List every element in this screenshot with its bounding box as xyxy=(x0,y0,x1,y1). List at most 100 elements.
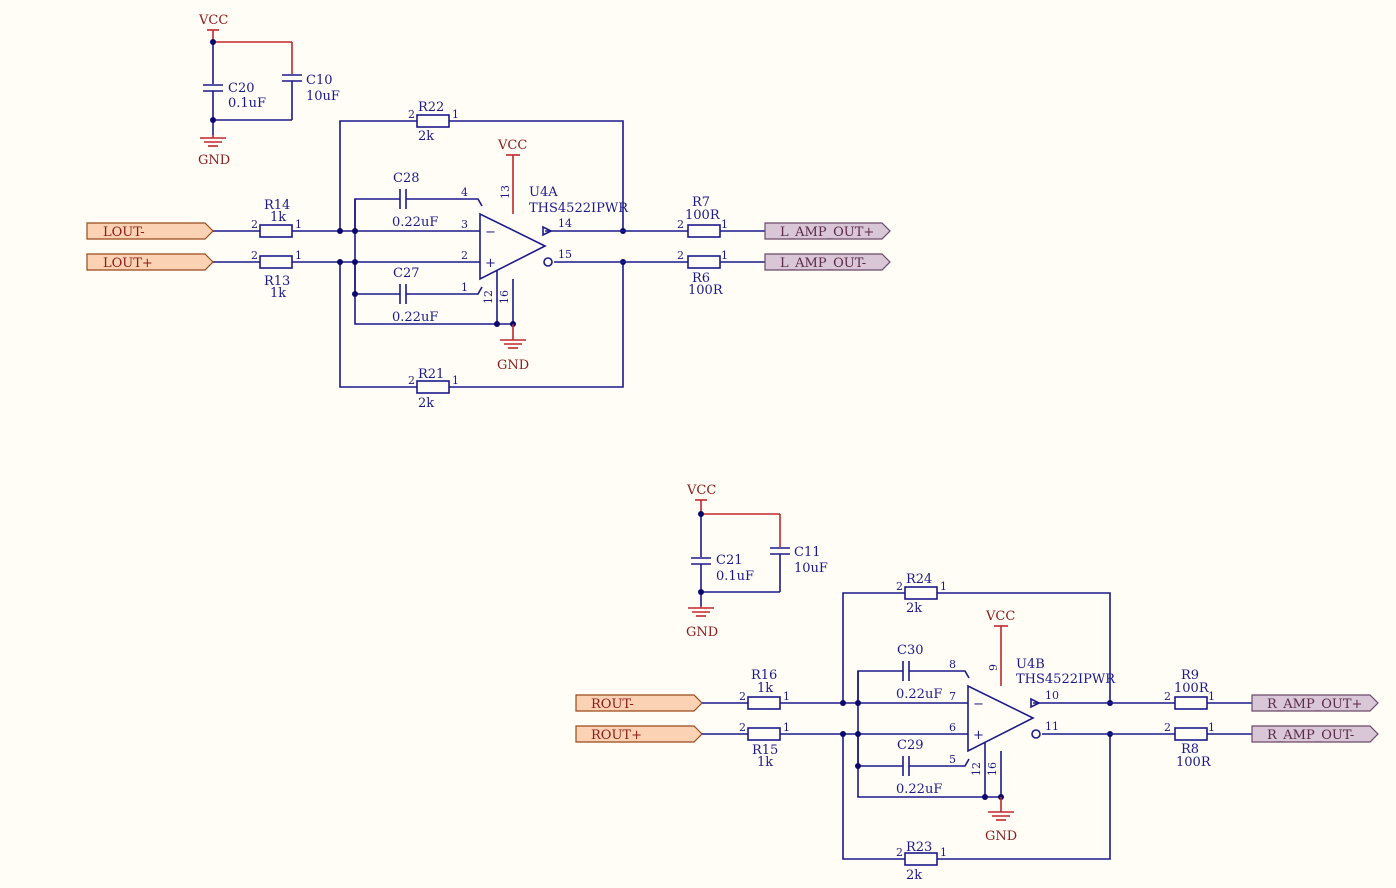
svg-text:LOUT+: LOUT+ xyxy=(103,256,153,271)
gnd-label: GND xyxy=(198,153,230,168)
r8-ref: R8 xyxy=(1181,742,1199,757)
c27-ref: C27 xyxy=(393,266,420,281)
svg-text:1: 1 xyxy=(940,580,947,593)
port-rout-plus[interactable]: ROUT+ xyxy=(575,725,703,743)
svg-text:2: 2 xyxy=(896,580,903,593)
svg-text:2: 2 xyxy=(251,218,258,231)
svg-text:2: 2 xyxy=(251,249,258,262)
decoupling-bottom: VCC C21 0.1uF C11 10uF GND xyxy=(686,483,828,640)
svg-text:1: 1 xyxy=(1208,721,1215,734)
c11-ref: C11 xyxy=(794,545,821,560)
vcc-label: VCC xyxy=(198,13,228,28)
u4b-gnd-label: GND xyxy=(985,829,1017,844)
svg-text:12: 12 xyxy=(970,762,983,776)
c27-value: 0.22uF xyxy=(392,310,438,325)
svg-text:+: + xyxy=(485,256,496,271)
svg-text:−: − xyxy=(973,697,984,712)
port-r-amp-out-plus[interactable]: R_AMP_OUT+ xyxy=(1251,694,1379,712)
svg-text:2: 2 xyxy=(1164,721,1171,734)
vcc-label-2: VCC xyxy=(686,483,716,498)
c21-ref: C21 xyxy=(716,553,743,568)
r8-value: 100R xyxy=(1176,755,1212,770)
r9-value: 100R xyxy=(1174,681,1210,696)
c29-ref: C29 xyxy=(897,738,924,753)
c20-value: 0.1uF xyxy=(228,96,266,111)
svg-text:LOUT-: LOUT- xyxy=(103,225,145,240)
c28-ref: C28 xyxy=(393,171,420,186)
svg-text:ROUT-: ROUT- xyxy=(591,697,634,712)
r6-value: 100R xyxy=(688,283,724,298)
c30-value: 0.22uF xyxy=(896,687,942,702)
u4a-vcc-label: VCC xyxy=(497,138,527,153)
left-channel-amplifier: LOUT- LOUT+ 2 1 R14 1k 2 1 R13 1k 2 1 R2… xyxy=(86,100,891,411)
r21-ref: R21 xyxy=(418,367,444,382)
r21-value: 2k xyxy=(418,396,434,411)
svg-text:1: 1 xyxy=(721,218,728,231)
svg-text:5: 5 xyxy=(949,753,956,766)
svg-text:11: 11 xyxy=(1045,720,1059,733)
port-rout-minus[interactable]: ROUT- xyxy=(575,694,703,712)
port-lout-minus[interactable]: LOUT- xyxy=(86,222,214,240)
svg-text:+: + xyxy=(973,728,984,743)
r22-ref: R22 xyxy=(418,100,444,115)
c20-ref: C20 xyxy=(228,81,255,96)
svg-text:R_AMP_OUT-: R_AMP_OUT- xyxy=(1267,728,1354,743)
svg-text:1: 1 xyxy=(295,218,302,231)
port-r-amp-out-minus[interactable]: R_AMP_OUT- xyxy=(1251,725,1379,743)
right-channel-amplifier: ROUT- ROUT+ 2 1 R16 1k 2 1 R15 1k 2 1 R2… xyxy=(575,572,1379,883)
u4a-gnd-label: GND xyxy=(497,358,529,373)
svg-text:1: 1 xyxy=(295,249,302,262)
svg-text:R_AMP_OUT+: R_AMP_OUT+ xyxy=(1267,697,1362,712)
c11-value: 10uF xyxy=(794,561,828,576)
svg-text:14: 14 xyxy=(558,217,572,230)
svg-text:13: 13 xyxy=(499,185,512,199)
r16-ref: R16 xyxy=(751,668,777,683)
svg-text:16: 16 xyxy=(986,762,999,776)
r24-value: 2k xyxy=(906,601,922,616)
svg-text:1: 1 xyxy=(783,690,790,703)
svg-text:2: 2 xyxy=(677,218,684,231)
svg-text:2: 2 xyxy=(461,249,468,262)
svg-text:L_AMP_OUT-: L_AMP_OUT- xyxy=(780,256,866,271)
svg-text:2: 2 xyxy=(677,249,684,262)
r13-value: 1k xyxy=(270,286,286,301)
r15-value: 1k xyxy=(757,755,773,770)
c29-value: 0.22uF xyxy=(896,782,942,797)
svg-text:1: 1 xyxy=(940,846,947,859)
u4b-value: THS4522IPWR xyxy=(1016,672,1116,687)
port-l-amp-out-minus[interactable]: L_AMP_OUT- xyxy=(764,253,891,271)
gnd-label-2: GND xyxy=(686,625,718,640)
svg-text:ROUT+: ROUT+ xyxy=(591,728,642,743)
c28-value: 0.22uF xyxy=(392,215,438,230)
decoupling-top: VCC C20 0.1uF C10 10uF GND xyxy=(198,13,340,168)
r14-value: 1k xyxy=(270,210,286,225)
svg-text:3: 3 xyxy=(461,218,468,231)
svg-text:2: 2 xyxy=(408,108,415,121)
c10-ref: C10 xyxy=(306,73,333,88)
c21-value: 0.1uF xyxy=(716,569,754,584)
r14-ref: R14 xyxy=(264,198,290,213)
svg-text:L_AMP_OUT+: L_AMP_OUT+ xyxy=(780,225,874,240)
u4a-value: THS4522IPWR xyxy=(529,201,629,216)
svg-text:1: 1 xyxy=(1208,690,1215,703)
port-lout-plus[interactable]: LOUT+ xyxy=(86,253,214,271)
svg-text:−: − xyxy=(485,225,496,240)
r23-ref: R23 xyxy=(906,840,932,855)
r9-ref: R9 xyxy=(1181,668,1199,683)
svg-text:10: 10 xyxy=(1045,689,1059,702)
svg-text:16: 16 xyxy=(498,290,511,304)
c10-value: 10uF xyxy=(306,89,340,104)
r15-ref: R15 xyxy=(752,743,778,758)
svg-text:2: 2 xyxy=(896,846,903,859)
svg-text:2: 2 xyxy=(1164,690,1171,703)
svg-text:1: 1 xyxy=(461,281,468,294)
svg-text:15: 15 xyxy=(558,248,572,261)
r22-value: 2k xyxy=(418,129,434,144)
r24-ref: R24 xyxy=(906,572,932,587)
u4b-ref: U4B xyxy=(1016,657,1045,672)
svg-text:4: 4 xyxy=(461,186,468,199)
c30-ref: C30 xyxy=(897,643,924,658)
port-l-amp-out-plus[interactable]: L_AMP_OUT+ xyxy=(764,222,891,240)
svg-text:1: 1 xyxy=(452,374,459,387)
r6-ref: R6 xyxy=(692,271,710,286)
